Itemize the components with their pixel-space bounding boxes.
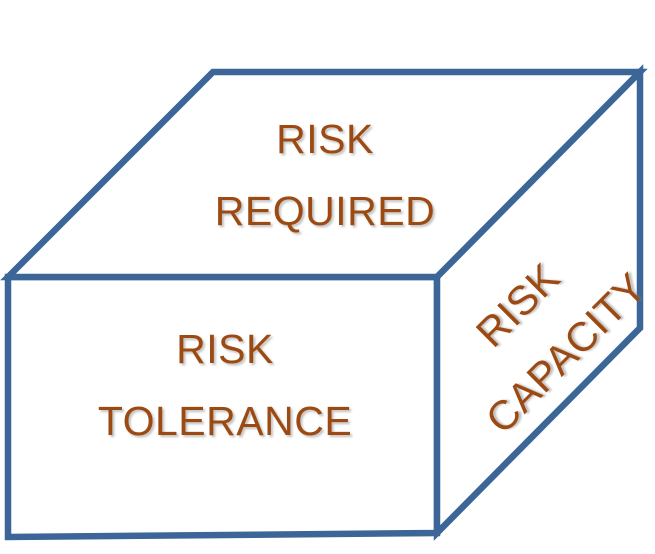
cube-face-right [433,64,644,541]
label-risk-tolerance: RISK TOLERANCE [85,322,365,448]
label-risk-required-line2: REQUIRED [214,188,436,235]
label-risk-required: RISK REQUIRED [185,112,465,238]
label-risk-tolerance-line2: TOLERANCE [97,398,353,445]
label-risk-required-line1: RISK [276,116,374,162]
label-risk-tolerance-line1: RISK [176,326,274,372]
